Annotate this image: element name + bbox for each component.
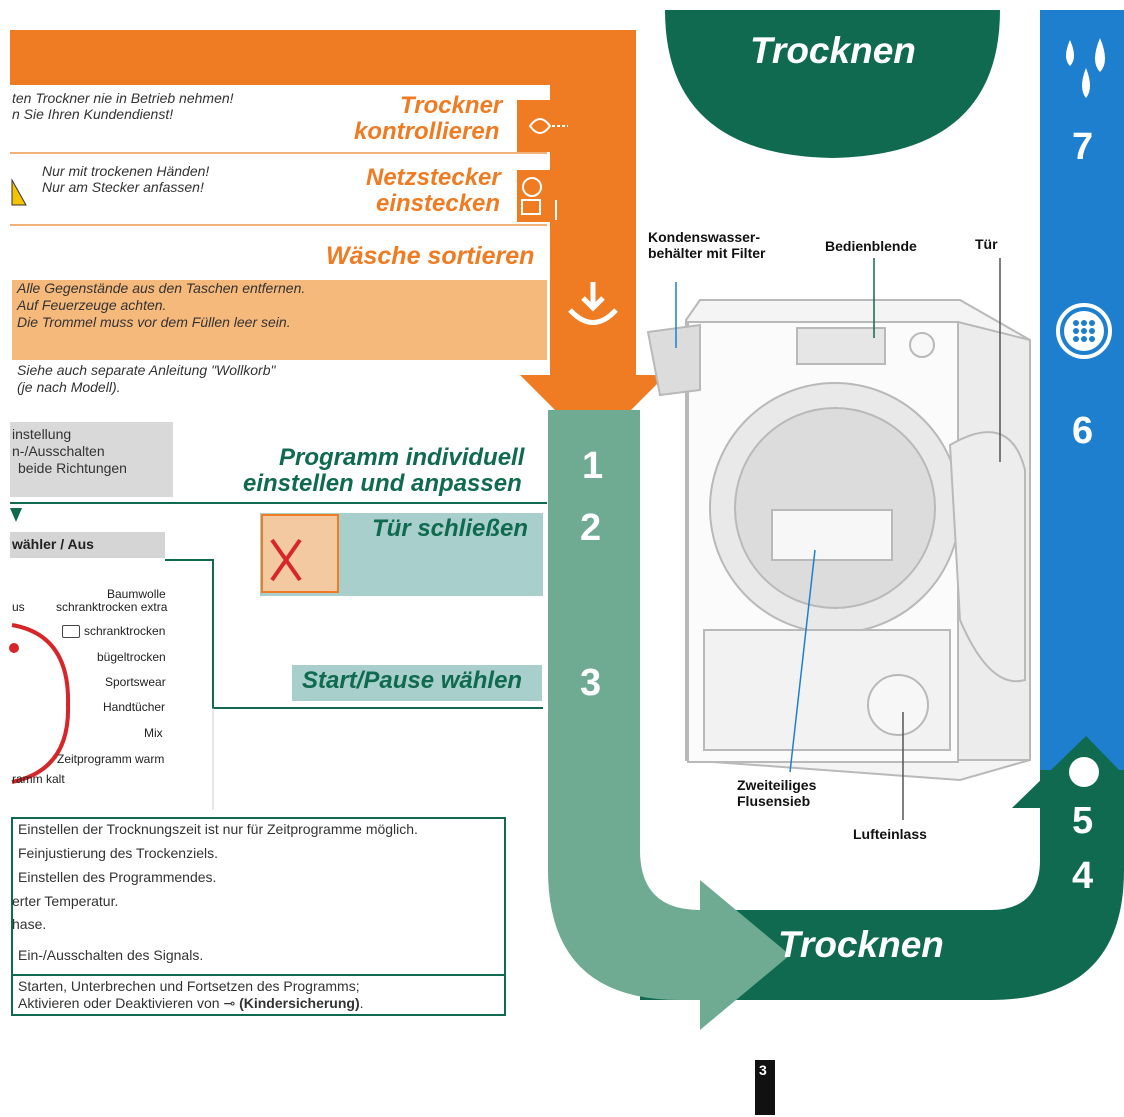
wardrobe-icon: [62, 625, 80, 638]
dial-baumwolle-1: Baumwolle: [107, 587, 166, 601]
dial-item-2: Sportswear: [105, 675, 166, 689]
netzstecker-heading-1: Netzstecker: [366, 164, 501, 191]
hands-warning: Nur mit trockenen Händen!: [42, 163, 210, 179]
dial-header: wähler / Aus: [12, 536, 94, 552]
trocknen-top-title: Trocknen: [750, 30, 916, 71]
dial-aus: us: [12, 600, 25, 614]
table-last-line-2: Aktivieren oder Deaktivieren von ⊸ (Kind…: [18, 995, 364, 1011]
table-row: Ein-/Ausschalten des Signals.: [18, 947, 204, 963]
table-row: erter Temperatur.: [12, 893, 119, 909]
tuer-heading: Tür schließen: [372, 515, 529, 542]
sortieren-heading: Wäsche sortieren: [326, 242, 535, 270]
step-5: 5: [1072, 800, 1094, 842]
sort-bullet-1: Alle Gegenstände aus den Taschen entfern…: [17, 280, 306, 296]
dial-item-4: Mix: [144, 726, 163, 740]
callout-lufteinlass: Lufteinlass: [853, 826, 927, 842]
plug-warning: Nur am Stecker anfassen!: [42, 179, 204, 195]
dial-item-1: bügeltrocken: [97, 650, 166, 664]
netzstecker-heading-2: einstecken: [376, 190, 501, 217]
trocknen-bottom-title: Trocknen: [778, 924, 944, 965]
sort-bullet-3: Die Trommel muss vor dem Füllen leer sei…: [17, 314, 291, 330]
step-4: 4: [1072, 855, 1094, 897]
callout-sieb-2: Flusensieb: [737, 793, 811, 809]
dial-item-3: Handtücher: [103, 700, 166, 714]
callout-tuer: Tür: [975, 236, 998, 252]
dial-baumwolle-2: schranktrocken extra: [56, 600, 168, 614]
step-6: 6: [1072, 410, 1094, 452]
table-last-text: Aktivieren oder Deaktivieren von: [18, 995, 224, 1011]
dial-item-0: schranktrocken: [84, 624, 166, 638]
programm-heading-1: Programm individuell: [279, 444, 525, 471]
table-last-line-1: Starten, Unterbrechen und Fortsetzen des…: [18, 978, 360, 994]
table-row: hase.: [12, 916, 47, 932]
warning-text-2: n Sie Ihren Kundendienst!: [12, 106, 174, 122]
step-1: 1: [582, 445, 604, 487]
table-row: Feinjustierung des Trockenziels.: [18, 845, 218, 861]
table-row: Einstellen des Programmendes.: [18, 869, 217, 885]
programm-heading-2: einstellen und anpassen: [243, 470, 522, 497]
wollkorb-note-1: Siehe auch separate Anleitung "Wollkorb": [17, 362, 276, 378]
callout-kond-2: behälter mit Filter: [648, 245, 766, 261]
grey-box-line-3: beide Richtungen: [18, 460, 127, 476]
callout-kond-1: Kondenswasser-: [648, 229, 761, 245]
warning-text-1: ten Trockner nie in Betrieb nehmen!: [12, 90, 234, 106]
key-icon: ⊸: [223, 995, 240, 1011]
dial-item-5: Zeitprogramm warm: [57, 752, 165, 766]
callout-bedienblende: Bedienblende: [825, 238, 917, 254]
dial-kalt: ramm kalt: [12, 772, 65, 786]
trockner-heading-1: Trockner: [400, 92, 503, 119]
step-2: 2: [580, 507, 602, 549]
callout-sieb-1: Zweiteiliges: [737, 777, 817, 793]
table-row: Einstellen der Trocknungszeit ist nur fü…: [18, 821, 418, 837]
page-number: 3: [759, 1062, 767, 1078]
grey-box-line-1: instellung: [12, 426, 72, 442]
grey-box-line-2: n-/Ausschalten: [12, 443, 105, 459]
wollkorb-note-2: (je nach Modell).: [17, 379, 121, 395]
sort-bullet-2: Auf Feuerzeuge achten.: [17, 297, 167, 313]
step-7: 7: [1072, 126, 1094, 168]
kindersicherung-label: (Kindersicherung): [239, 995, 360, 1011]
start-pause-heading: Start/Pause wählen: [302, 667, 523, 694]
trockner-heading-2: kontrollieren: [354, 118, 500, 145]
step-3: 3: [580, 662, 602, 704]
